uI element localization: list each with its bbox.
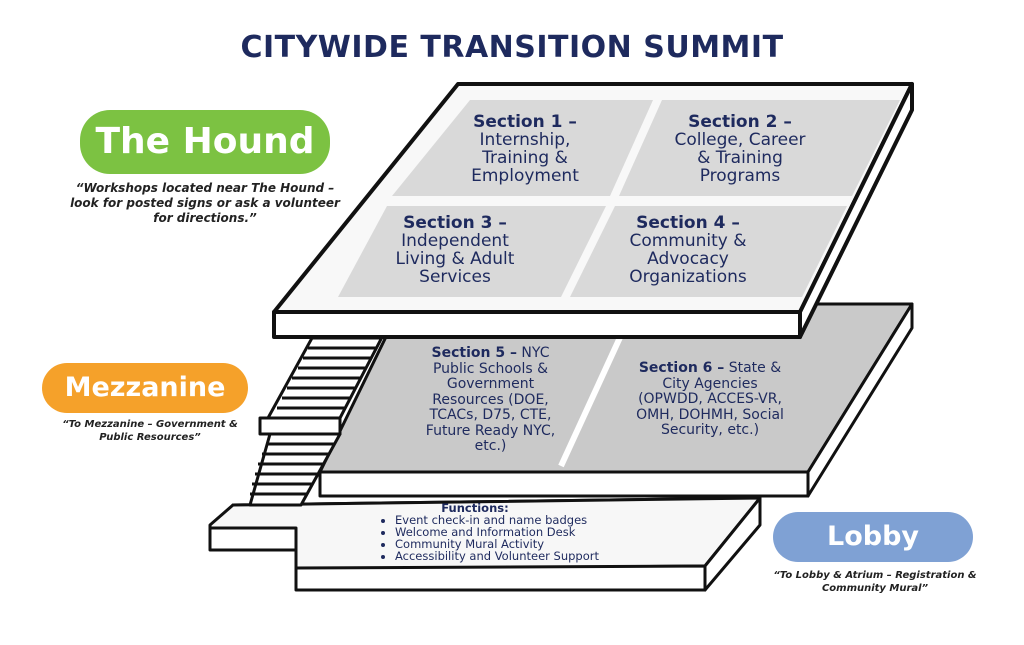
section-6-line: Security, etc.) (660, 422, 760, 438)
mezzanine-note: “To Mezzanine – Government & Public Reso… (62, 419, 238, 443)
functions-list: Event check-in and name badges Welcome a… (375, 514, 635, 562)
section-5-line: Resources (DOE, (432, 391, 549, 408)
section-2-line: & Training (697, 148, 783, 168)
section-6-line: (OPWDD, ACCES-VR, (638, 391, 782, 407)
section-6-head-rest: State & (724, 360, 782, 376)
section-2-line: Programs (699, 166, 781, 186)
hound-note: “Workshops located near The Hound – look… (70, 181, 340, 225)
section-5-head-rest: NYC (516, 345, 550, 361)
function-item: Community Mural Activity (395, 538, 635, 550)
section-2: Section 2 – College, Career & Training P… (655, 113, 825, 185)
section-5-line: etc.) (474, 438, 507, 454)
section-1: Section 1 – Internship, Training & Emplo… (445, 113, 605, 185)
section-4: Section 4 – Community & Advocacy Organiz… (608, 214, 768, 286)
section-6-head: Section 6 – (638, 360, 725, 376)
section-4-line: Organizations (629, 267, 747, 287)
mezzanine-section-dividers (558, 318, 631, 468)
section-4-line: Community & (629, 231, 747, 251)
section-5-line: TCACs, D75, CTE, (429, 407, 552, 423)
section-6-line: City Agencies (662, 375, 758, 392)
section-1-head: Section 1 – (473, 112, 577, 132)
section-5-head: Section 5 – (431, 345, 517, 361)
section-1-line: Employment (471, 166, 579, 186)
lobby-floor (208, 496, 762, 592)
section-3-line: Living & Adult (395, 249, 515, 269)
section-2-line: College, Career (674, 130, 806, 150)
floor-label-mezzanine: Mezzanine (42, 363, 248, 413)
section-1-line: Training & (482, 148, 568, 168)
lobby-note: “To Lobby & Atrium – Registration & Comm… (773, 570, 977, 594)
section-3: Section 3 – Independent Living & Adult S… (375, 214, 535, 286)
section-2-head: Section 2 – (688, 112, 792, 132)
floor-label-hound: The Hound (80, 110, 330, 174)
section-1-line: Internship, (479, 130, 571, 150)
function-item: Accessibility and Volunteer Support (395, 550, 635, 562)
hound-section-tiles (338, 100, 900, 297)
floor-label-lobby: Lobby (773, 512, 973, 562)
section-4-line: Advocacy (647, 249, 729, 269)
section-6-line: OMH, DOHMH, Social (636, 406, 784, 423)
function-item: Event check-in and name badges (395, 514, 635, 526)
section-5: Section 5 – NYC Public Schools & Governm… (408, 345, 573, 455)
section-4-head: Section 4 – (636, 213, 740, 233)
page-title: CITYWIDE TRANSITION SUMMIT (240, 30, 784, 65)
lobby-functions: Functions: Event check-in and name badge… (375, 502, 635, 562)
section-5-line: Future Ready NYC, (425, 422, 556, 439)
functions-title: Functions: (441, 501, 509, 515)
section-3-line: Services (419, 267, 491, 287)
section-5-line: Public Schools & (432, 360, 549, 377)
section-3-line: Independent (401, 231, 509, 251)
section-3-head: Section 3 – (403, 213, 507, 233)
section-6: Section 6 – State & City Agencies (OPWDD… (620, 360, 800, 439)
section-5-line: Government (446, 376, 535, 392)
function-item: Welcome and Information Desk (395, 526, 635, 538)
